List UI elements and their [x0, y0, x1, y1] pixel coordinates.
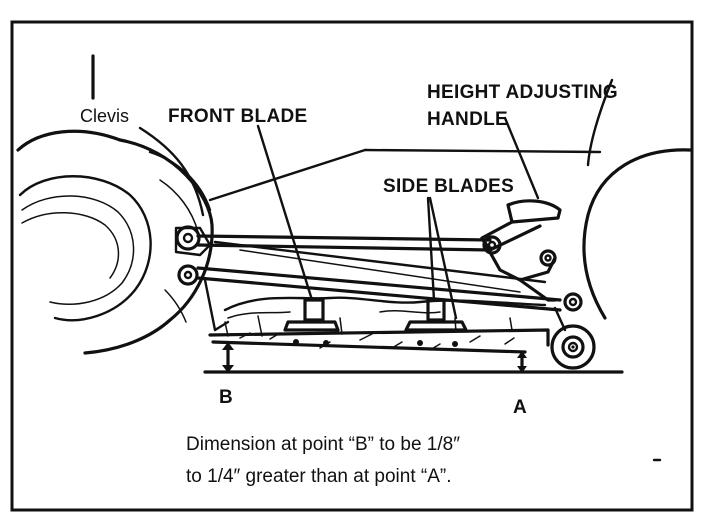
gauge-wheel: [550, 324, 596, 370]
side-blades-spindle: [404, 298, 468, 347]
label-clevis: Clevis: [80, 106, 129, 126]
body-top-line: [208, 148, 367, 202]
label-point-b: B: [219, 387, 233, 408]
label-height-adjusting-line2: HANDLE: [427, 109, 508, 130]
linkage-frame: [196, 234, 562, 332]
front-blade-spindle: [283, 298, 340, 346]
leader-lines: [138, 116, 540, 320]
front-body-curve: [582, 78, 692, 320]
caption-line2: to 1/4″ greater than at point “A”.: [186, 466, 452, 487]
label-front-blade: FRONT BLADE: [168, 106, 307, 127]
label-height-adjusting-line1: HEIGHT ADJUSTING: [427, 82, 618, 103]
caption-line1: Dimension at point “B” to be 1/8″: [186, 434, 460, 455]
body-top-line-right: [363, 148, 602, 154]
label-side-blades: SIDE BLADES: [383, 176, 514, 197]
diagram-frame: [10, 20, 694, 512]
point-b-marker: [222, 342, 234, 373]
height-adjusting-handle: [480, 199, 583, 332]
mower-deck: [208, 296, 550, 354]
rear-tire: [16, 129, 214, 355]
point-a-marker: [517, 351, 527, 373]
label-point-a: A: [513, 397, 527, 418]
clevis-assembly: [174, 225, 212, 286]
